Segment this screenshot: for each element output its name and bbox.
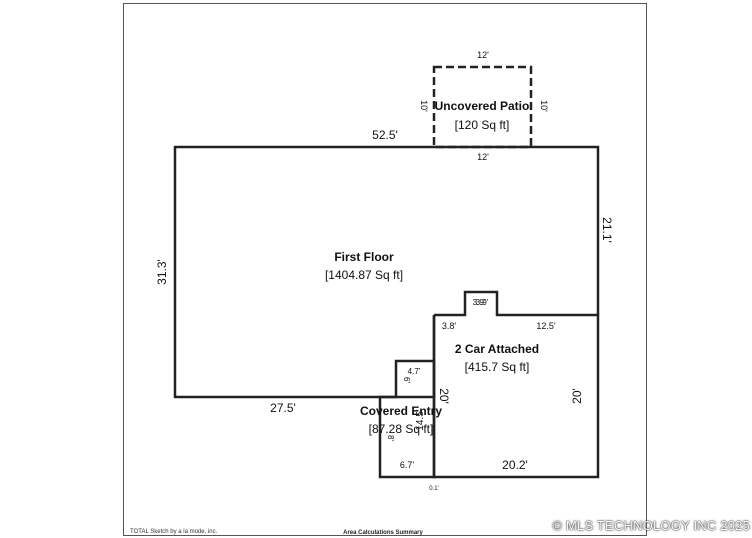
dim-floor-right: 21.1' (600, 217, 614, 243)
dim-floor-top: 52.5' (372, 128, 398, 142)
dim-entry-top: 4.7' (408, 367, 421, 376)
footer-software-credit: TOTAL Sketch by a la mode, inc. (130, 529, 218, 535)
dim-garage-bottom: 20.2' (502, 458, 528, 472)
dim-entry-left: 8' (386, 435, 395, 441)
dim-garage-right: 20' (570, 388, 584, 404)
first-floor-name: First Floor (334, 250, 394, 264)
garage-area: [415.7 Sq ft] (465, 360, 530, 374)
covered-entry-area: [87.28 Sq ft] (369, 422, 434, 436)
covered-entry-outline (378, 359, 436, 479)
dim-entry-bottom: 6.7' (400, 460, 415, 470)
dim-garage-top-left: 3.8' (442, 321, 457, 331)
dim-bump-b: 3.9' (476, 298, 489, 307)
dim-floor-left: 31.3' (155, 259, 169, 285)
mls-watermark: © MLS TECHNOLOGY INC 2025 (552, 518, 750, 533)
garage-outline (432, 290, 600, 479)
dim-garage-top-right: 12.5' (536, 321, 556, 331)
dim-floor-bottom: 27.5' (270, 401, 296, 415)
floor-plan-sheet (123, 3, 647, 536)
dim-entry-notch: 6' (402, 377, 411, 383)
dim-bump-a: 3.9' (473, 298, 486, 307)
dim-patio-top: 12' (477, 50, 489, 60)
uncovered-patio-outline (432, 65, 533, 149)
garage-name: 2 Car Attached (455, 342, 539, 356)
dim-entry-tiny: 0.1' (429, 486, 439, 492)
dim-patio-bottom: 12' (477, 152, 489, 162)
dim-patio-left: 10' (419, 100, 429, 112)
first-floor-area: [1404.87 Sq ft] (325, 268, 403, 282)
patio-name: Uncovered Patio (435, 99, 530, 113)
patio-area: [120 Sq ft] (455, 118, 510, 132)
footer-area-summary: Area Calculations Summary (343, 530, 423, 536)
covered-entry-name: Covered Entry (360, 404, 442, 418)
dim-patio-right: 10' (539, 100, 549, 112)
dim-garage-left: 20' (437, 388, 451, 404)
dim-entry-right: 14.5' (415, 409, 426, 430)
